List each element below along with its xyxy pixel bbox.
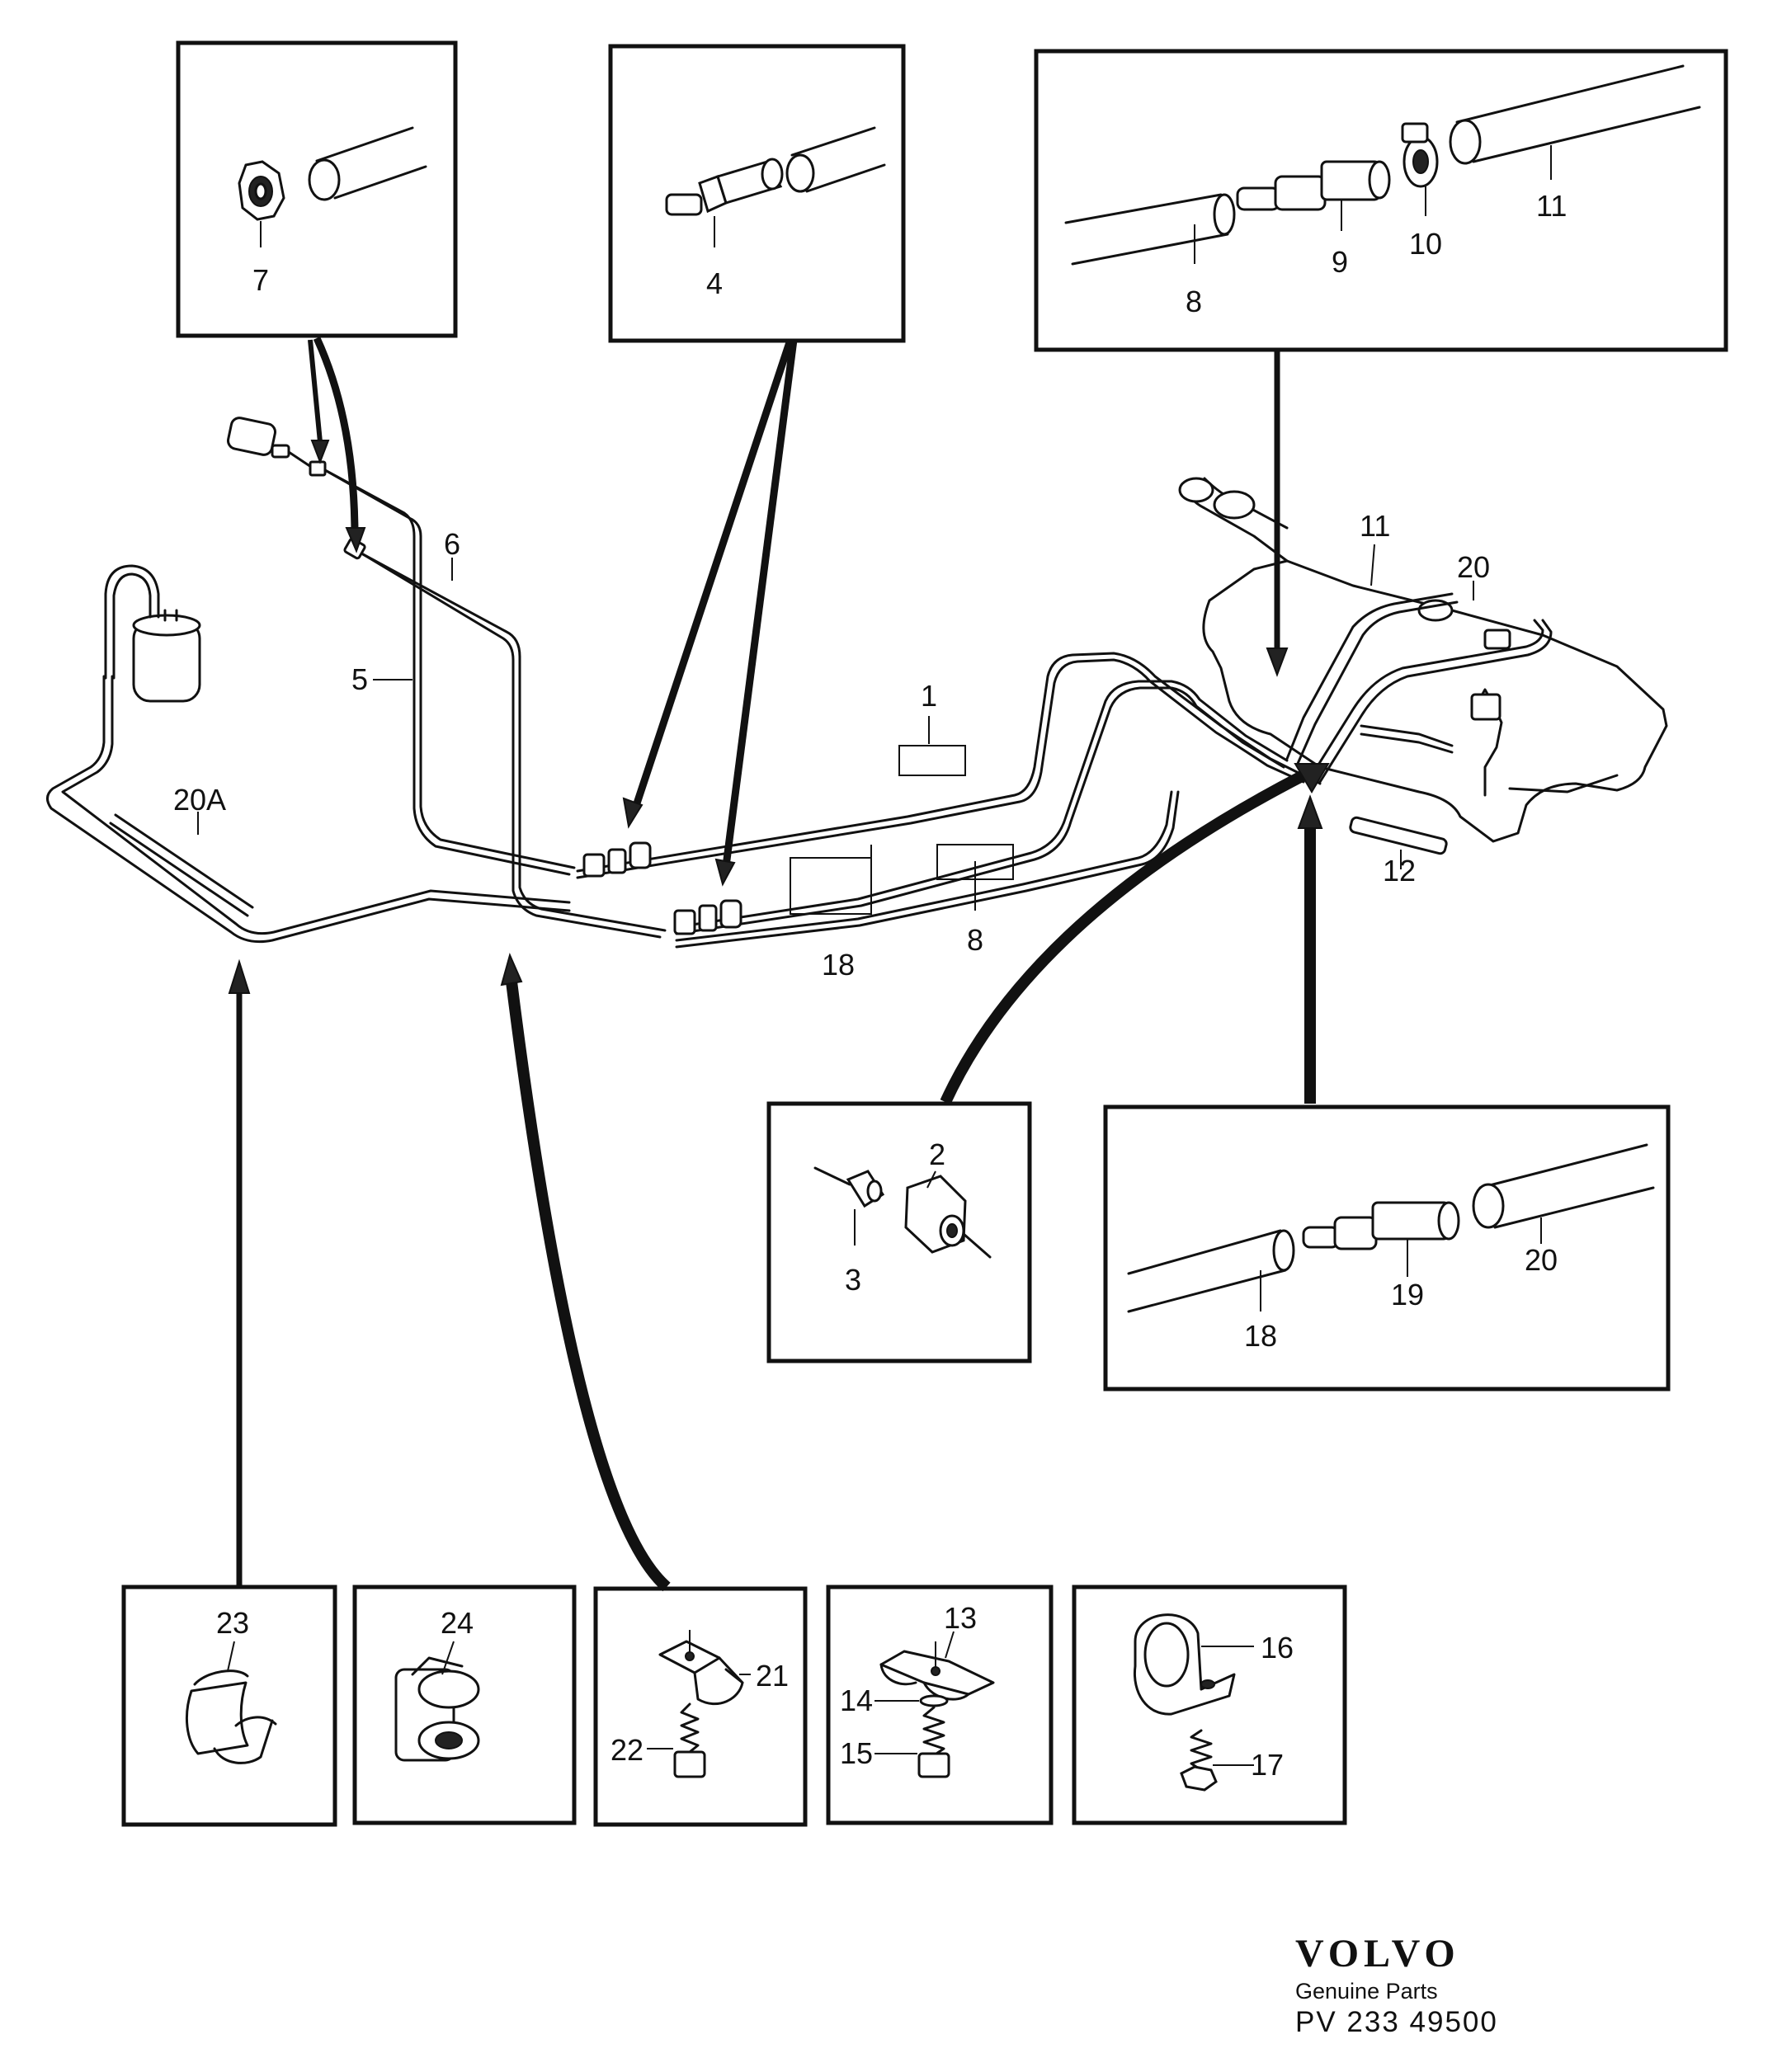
pipe-20-drawing: [1472, 1143, 1655, 1229]
detail-box-23: 23: [121, 1585, 337, 1827]
label-15: 15: [840, 1736, 873, 1770]
label-23: 23: [216, 1606, 249, 1640]
pipe-8-drawing: [1064, 193, 1236, 266]
pipe-4-drawing: [785, 126, 886, 193]
label-3: 3: [845, 1263, 861, 1297]
ferrule-3-drawing: [846, 1170, 885, 1208]
tank-pipes: [1285, 592, 1553, 855]
main-callouts: 1 5 6 8 18 20A 11 20 12: [173, 509, 1490, 982]
detail-box-16-17: 16 17: [1072, 1585, 1347, 1825]
fuel-filter-component: [227, 417, 366, 560]
detail-box-21-22: 21 22: [593, 1586, 808, 1827]
fuel-lines-front: [323, 469, 667, 939]
label-4: 4: [706, 266, 723, 300]
label-5: 5: [351, 662, 368, 696]
label-7: 7: [252, 263, 269, 297]
detail-box-7: 7: [176, 40, 458, 338]
bracket-21-drawing: [658, 1630, 744, 1705]
label-20-box: 20: [1525, 1243, 1558, 1277]
label-2: 2: [929, 1137, 945, 1171]
label-10: 10: [1409, 227, 1442, 261]
nut-2-drawing: [904, 1175, 967, 1254]
rear-pipes: [576, 652, 1322, 949]
brand-block: VOLVO Genuine Parts PV 233 49500: [1295, 1934, 1498, 2039]
bracket-13-drawing: [879, 1641, 995, 1701]
label-1: 1: [921, 679, 937, 713]
brand-subtitle: Genuine Parts: [1295, 1979, 1438, 2004]
connector-9-drawing: [1236, 160, 1391, 211]
detail-box-4: 4: [608, 44, 906, 343]
nut-7-drawing: [238, 160, 285, 221]
label-20-main: 20: [1457, 550, 1490, 584]
clamp-16-drawing: [1133, 1613, 1236, 1716]
clip-24-drawing: [394, 1656, 480, 1762]
evap-line-20A: [46, 675, 571, 944]
label-9: 9: [1332, 245, 1348, 279]
screw-17-drawing: [1180, 1729, 1218, 1792]
label-11-main: 11: [1360, 509, 1390, 543]
screw-14-15-drawing: [917, 1694, 950, 1778]
detail-box-13-15: 13 14 15: [826, 1585, 1054, 1825]
label-21: 21: [756, 1659, 789, 1693]
detail-box-2-3: 2 3: [766, 1101, 1032, 1363]
label-24: 24: [441, 1606, 474, 1640]
label-19: 19: [1391, 1278, 1424, 1311]
volvo-logo: VOLVO: [1295, 1932, 1460, 1975]
fuel-tank: [1178, 477, 1668, 843]
connector-sleeves: [582, 841, 742, 935]
detail-box-24: 24: [352, 1585, 577, 1825]
evap-canister: [104, 564, 201, 703]
clamp-10-drawing: [1401, 122, 1439, 188]
label-17: 17: [1251, 1748, 1284, 1782]
label-20A: 20A: [173, 783, 226, 817]
part-code: PV 233 49500: [1295, 2006, 1498, 2038]
label-6: 6: [444, 527, 460, 561]
label-12: 12: [1383, 854, 1416, 888]
clip-23-drawing: [185, 1669, 277, 1764]
screw-22-drawing: [673, 1702, 706, 1778]
label-14: 14: [840, 1684, 873, 1717]
label-16: 16: [1261, 1631, 1294, 1665]
leader-arrows: [228, 337, 1330, 1592]
pipe-18-drawing: [1127, 1229, 1295, 1313]
label-8-main: 8: [967, 923, 983, 957]
nipple-4-drawing: [665, 158, 784, 216]
label-18-main: 18: [822, 948, 855, 982]
connector-19-drawing: [1302, 1201, 1460, 1250]
label-22: 22: [610, 1733, 644, 1767]
detail-box-18-20: 18 19 20: [1103, 1104, 1671, 1392]
label-11-top: 11: [1536, 189, 1567, 223]
pipe-11-drawing: [1449, 64, 1701, 165]
label-18-box: 18: [1244, 1319, 1277, 1353]
label-13: 13: [944, 1601, 977, 1635]
pipe-7-drawing: [308, 126, 427, 201]
detail-box-8-11: 8 9 10 11: [1034, 49, 1728, 352]
label-8-top: 8: [1186, 285, 1202, 318]
